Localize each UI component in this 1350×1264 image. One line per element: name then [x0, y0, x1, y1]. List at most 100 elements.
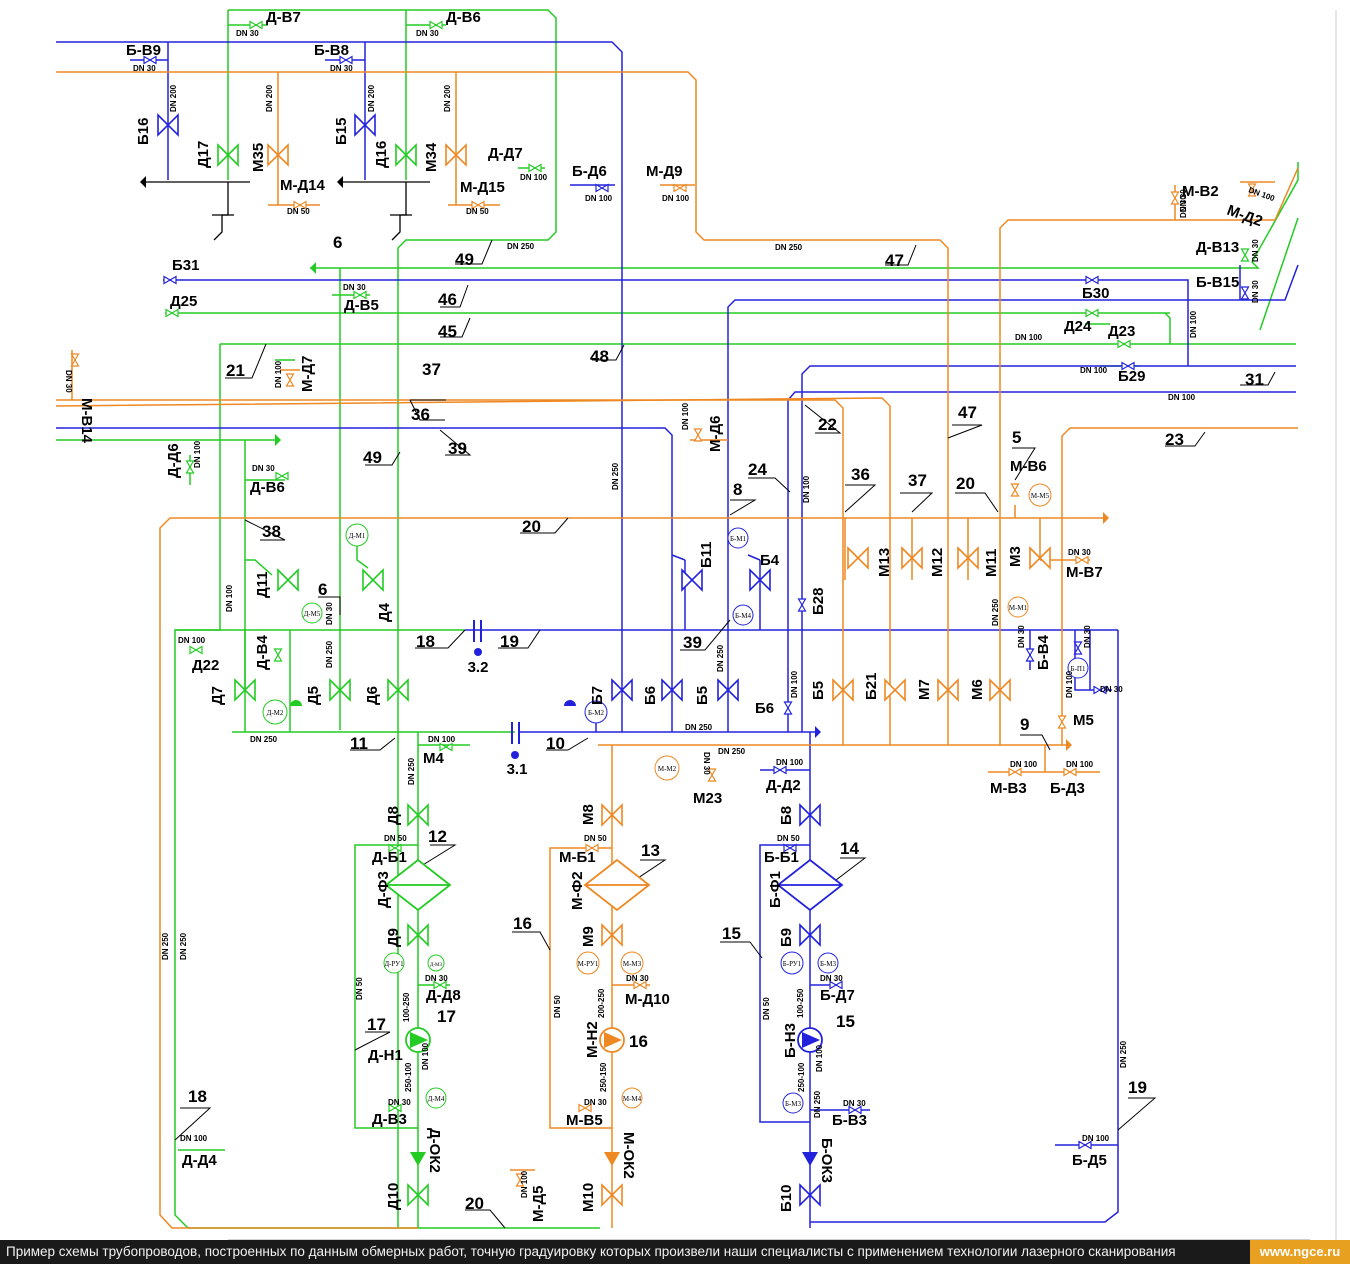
label-d-ok2: Д-ОК2: [426, 1128, 443, 1173]
instrument-labels: Д-М1 Д-М5 Д-М2 Б-М1 Б-М4 Б-М2 М-М5 М-М1 …: [267, 492, 1086, 1108]
svg-text:DN 50: DN 50: [355, 977, 364, 1000]
black-lines: [145, 181, 1310, 1240]
label-d25: Д25: [170, 293, 197, 310]
line-label-49b: 49: [363, 448, 382, 467]
inst-b-m3: Б-М3: [820, 960, 837, 968]
line-label-15b: 15: [836, 1012, 855, 1031]
label-b-d3: Д-Д2: [766, 777, 801, 794]
label-b16: Б16: [135, 118, 152, 145]
inst-b-m3b: Б-М3: [785, 1100, 802, 1108]
inst-m-m4: М-М4: [623, 1095, 642, 1103]
label-d-d7: Д-Д7: [488, 145, 523, 162]
label-m-d14: М-Д14: [280, 177, 326, 194]
svg-text:DN 30: DN 30: [1179, 189, 1188, 212]
line-label-6b: 6: [318, 580, 327, 599]
svg-text:DN 100: DN 100: [585, 194, 613, 203]
inst-b-m2: Б-М2: [588, 709, 605, 717]
line-label-20b: 20: [956, 474, 975, 493]
line-label-16b: 16: [629, 1032, 648, 1051]
label-m-b1: М-Б1: [559, 849, 596, 866]
label-b-n3: Б-Н3: [782, 1023, 799, 1058]
line-label-39b: 39: [683, 633, 702, 652]
svg-text:DN 100: DN 100: [520, 1170, 529, 1198]
label-d-v6b: Д-В6: [250, 479, 285, 496]
flow-meter-3-2: 3.2: [468, 659, 489, 676]
svg-text:DN 100: DN 100: [1168, 393, 1196, 402]
label-d24: Д24: [1064, 318, 1092, 335]
label-m12: М12: [929, 548, 946, 577]
svg-text:DN 50: DN 50: [384, 834, 407, 843]
line-label-48: 48: [590, 347, 609, 366]
line-label-45: 45: [438, 322, 457, 341]
svg-text:DN 100: DN 100: [421, 1042, 430, 1070]
line-label-5: 5: [1012, 428, 1021, 447]
svg-text:DN 30: DN 30: [133, 64, 156, 73]
label-b-d7: Б-Д7: [820, 987, 855, 1004]
label-m-v2: М-В2: [1182, 183, 1219, 200]
svg-text:DN 50: DN 50: [777, 834, 800, 843]
line-label-24: 24: [748, 460, 767, 479]
svg-text:DN 30: DN 30: [425, 974, 448, 983]
label-d-v7: Д-В7: [266, 9, 301, 26]
label-m35: М35: [250, 143, 267, 172]
label-m-d10: М-Д10: [625, 991, 670, 1008]
svg-text:200-250: 200-250: [597, 988, 606, 1018]
svg-text:DN 30: DN 30: [1017, 625, 1026, 648]
label-m13: М13: [876, 548, 893, 577]
line-label-22: 22: [818, 415, 837, 434]
line-label-37: 37: [422, 360, 441, 379]
svg-text:DN 30: DN 30: [343, 283, 366, 292]
label-b-v8: Б-В8: [314, 42, 349, 59]
line-label-37b: 37: [908, 471, 927, 490]
line-label-38: 38: [262, 522, 281, 541]
blue-pipes: [56, 41, 1299, 1228]
svg-text:DN 250: DN 250: [407, 757, 416, 785]
label-b-d6: Б-Д6: [572, 163, 607, 180]
label-m-ok2: М-ОК2: [620, 1132, 637, 1179]
line-label-20c: 20: [465, 1194, 484, 1213]
svg-text:DN 30: DN 30: [325, 602, 334, 625]
check-valves: [410, 1152, 818, 1166]
label-d-v13: Д-В13: [1196, 239, 1239, 256]
label-b5: Б5: [694, 686, 711, 705]
label-d-v5: Д-В5: [344, 297, 379, 314]
line-label-15: 15: [722, 924, 741, 943]
inst-m-m5: М-М5: [1031, 492, 1050, 500]
svg-text:DN 100: DN 100: [776, 758, 804, 767]
label-b-d5: Б-Д5: [1072, 1152, 1107, 1169]
flow-meter-3-1: 3.1: [507, 761, 528, 778]
svg-text:DN 30: DN 30: [584, 1098, 607, 1107]
line-label-19b: 19: [1128, 1078, 1147, 1097]
svg-text:DN 30: DN 30: [330, 64, 353, 73]
svg-text:DN 50: DN 50: [466, 207, 489, 216]
dn-labels-horizontal: DN 30 DN 30 DN 30 DN 30 DN 50 DN 50 DN 1…: [133, 29, 1276, 1143]
inst-d-m1: Д-М1: [349, 532, 366, 540]
svg-text:DN 200: DN 200: [367, 84, 376, 112]
svg-text:DN 200: DN 200: [443, 84, 452, 112]
line-label-18b: 18: [188, 1087, 207, 1106]
svg-text:DN 250: DN 250: [718, 747, 746, 756]
inst-m-ru1: М-РУ1: [578, 960, 599, 968]
line-label-6: 6: [333, 233, 342, 252]
label-m34: М34: [423, 142, 440, 172]
svg-text:DN 100: DN 100: [1247, 185, 1276, 203]
label-m-d15: М-Д15: [460, 179, 505, 196]
svg-text:DN 250: DN 250: [161, 932, 170, 960]
label-d-d4: Д-Д4: [182, 1152, 217, 1169]
inst-d-m3: Д-М3: [430, 963, 443, 968]
line-number-labels: 6 46 45 49 47 48 37 36 39 21 22 23 24 31…: [188, 233, 1264, 1213]
label-m9: М9: [580, 926, 597, 947]
label-b21: Б6: [755, 700, 774, 717]
svg-text:DN 100: DN 100: [1010, 760, 1038, 769]
label-m-d6: М-Д6: [707, 415, 724, 452]
svg-text:250-100: 250-100: [797, 1062, 806, 1092]
footer-site-link[interactable]: www.ngce.ru: [1250, 1240, 1350, 1264]
label-m-v6: М-В6: [1010, 458, 1047, 475]
svg-text:DN 30: DN 30: [1251, 239, 1260, 262]
label-m-d11: М-В3: [990, 780, 1027, 797]
label-m10: М10: [580, 1183, 597, 1212]
label-b-v3: Б-В3: [832, 1112, 867, 1129]
pipe-ends: [140, 176, 1109, 759]
svg-text:DN 30: DN 30: [1179, 195, 1188, 218]
